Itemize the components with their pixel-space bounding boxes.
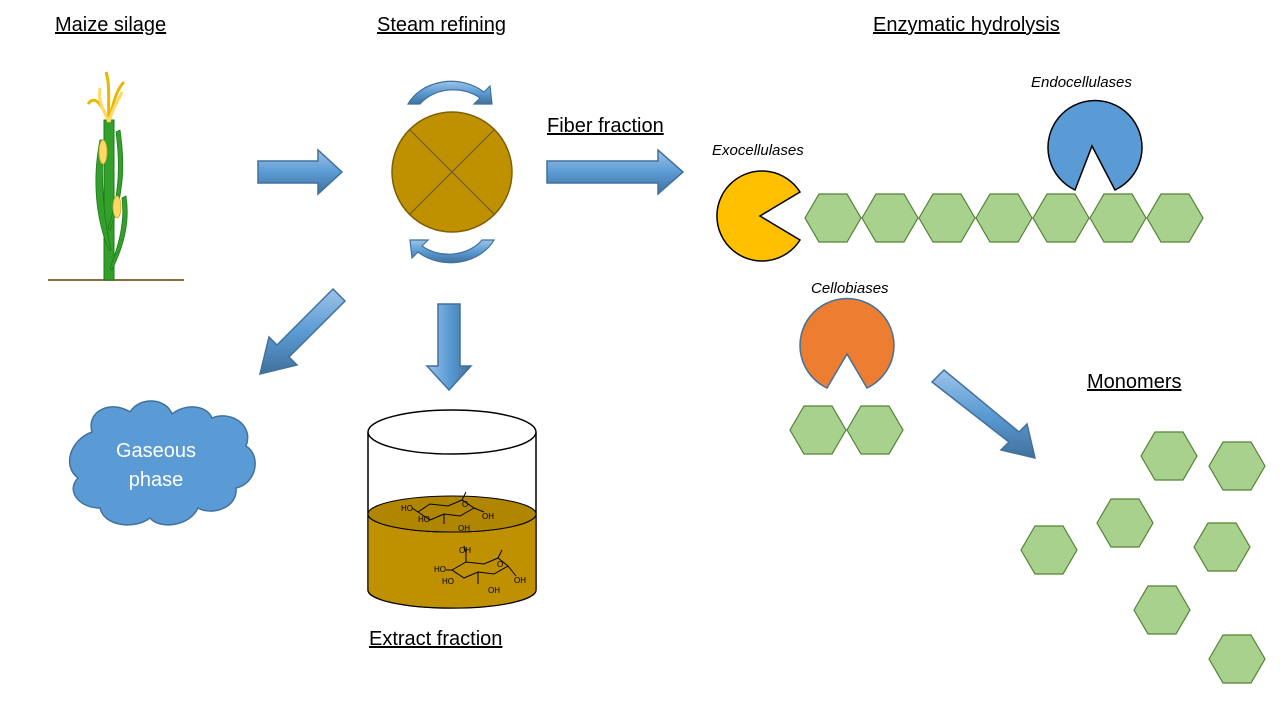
chem-label-oh-1: OH: [482, 512, 494, 521]
chem-label-o-1: O: [462, 500, 468, 509]
enzymatic-hydrolysis-label: Enzymatic hydrolysis: [873, 14, 1060, 36]
chem-label-oh-2: OH: [458, 524, 470, 533]
arrow-right-1: [257, 148, 344, 196]
cellobiase-icon: [799, 297, 895, 389]
chem-label-o-2: O: [497, 560, 503, 569]
chem-label-ho-2: HO: [418, 515, 430, 524]
exocellulases-label: Exocellulases: [712, 142, 804, 159]
gaseous-phase-label: Gaseous phase: [100, 437, 212, 495]
endocellulase-icon: [1047, 99, 1143, 192]
arrow-down-left: [258, 287, 347, 376]
arrow-down: [425, 303, 473, 392]
arrow-right-2: [546, 148, 685, 196]
glucose-structure-2: [446, 545, 517, 584]
chem-label-ho-4: HO: [442, 577, 454, 586]
chem-label-ho-1: HO: [401, 504, 413, 513]
cellobiases-label: Cellobiases: [811, 280, 889, 297]
endocellulases-label: Endocellulases: [1031, 74, 1132, 91]
monomer-hexagons: [1020, 431, 1266, 684]
chem-label-oh-3: OH: [459, 546, 471, 555]
beaker-icon: [367, 409, 537, 609]
steam-refiner-icon: [391, 80, 513, 264]
extract-fraction-label: Extract fraction: [369, 628, 503, 650]
monomers-label: Monomers: [1087, 371, 1182, 393]
steam-refining-label: Steam refining: [377, 14, 506, 36]
maize-plant-icon: [48, 71, 184, 281]
arrow-down-right: [930, 368, 1037, 460]
cellobiose-pair: [789, 405, 904, 455]
gaseous-phase-line1: Gaseous: [115, 440, 197, 462]
chem-label-oh-4: OH: [514, 576, 526, 585]
exocellulase-icon: [716, 170, 802, 262]
gaseous-phase-cloud: [68, 400, 256, 526]
fiber-fraction-label: Fiber fraction: [547, 115, 664, 137]
chem-label-ho-3: HO: [434, 565, 446, 574]
maize-silage-label: Maize silage: [55, 14, 167, 36]
glucose-structure-1: [411, 491, 485, 524]
chem-label-oh-5: OH: [488, 586, 500, 595]
cellulose-chain: [804, 193, 1204, 243]
gaseous-phase-line2: phase: [128, 469, 184, 491]
